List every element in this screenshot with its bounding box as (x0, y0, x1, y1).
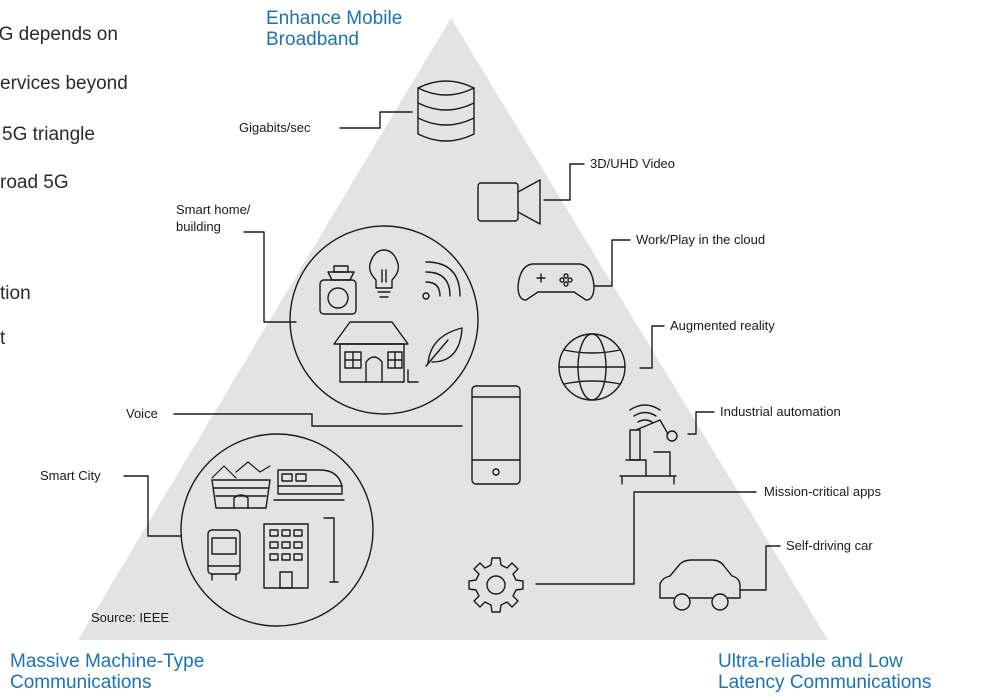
house-icon (333, 321, 419, 383)
video-camera-icon (477, 179, 541, 225)
leader-smart-city (123, 475, 181, 537)
globe-icon (558, 333, 626, 401)
light-bulb-icon (368, 249, 400, 298)
leader-ar (639, 325, 665, 369)
label-smart-home-line-2: building (176, 219, 221, 234)
body-text-line-4: road 5G (0, 172, 69, 193)
body-text-line-3: 5G triangle (2, 124, 95, 145)
street-lamp-icon (323, 517, 339, 583)
leaf-icon (425, 327, 463, 367)
game-controller-icon (517, 263, 595, 301)
label-voice: Voice (126, 406, 158, 421)
train-icon (273, 469, 345, 501)
leader-voice (173, 413, 463, 427)
leader-self-driving (739, 545, 781, 591)
smartphone-icon (471, 385, 521, 485)
leader-video (543, 163, 585, 201)
corner-bottom-left-heading: Massive Machine-Type Communications (10, 651, 204, 693)
label-industrial: Industrial automation (720, 404, 841, 419)
corner-bottom-right-line-1: Ultra-reliable and Low (718, 651, 903, 672)
corner-bottom-right-heading: Ultra-reliable and Low Latency Communica… (718, 651, 931, 693)
robot-arm-icon (619, 404, 678, 485)
label-mission: Mission-critical apps (764, 484, 882, 499)
leader-industrial (687, 411, 715, 435)
smart-home-circle (289, 225, 479, 415)
wifi-icon (422, 261, 461, 300)
body-text-line-1: 5G depends on (0, 24, 118, 45)
corner-top-line-1: Enhance Mobile (266, 8, 403, 29)
leader-gigabits (339, 111, 413, 129)
triangle-background (78, 18, 828, 640)
corner-bottom-left-line-2: Communications (10, 672, 152, 693)
body-text-line-5: tion (0, 283, 31, 304)
corner-bottom-right-line-2: Latency Communications (718, 672, 932, 693)
corner-top-heading: Enhance Mobile Broadband (266, 8, 402, 50)
corner-bottom-left-line-1: Massive Machine-Type (10, 651, 205, 672)
label-gigabits: Gigabits/sec (239, 120, 311, 135)
leader-work-play (593, 239, 631, 287)
label-smart-home: Smart home/ building (176, 201, 250, 235)
label-self-driving: Self-driving car (786, 538, 873, 553)
label-work-play: Work/Play in the cloud (636, 232, 766, 247)
bus-icon (207, 529, 241, 581)
building-icon (263, 523, 309, 589)
smart-city-circle (180, 433, 374, 627)
gear-icon (468, 557, 524, 613)
stadium-icon (211, 461, 271, 509)
label-smart-home-line-1: Smart home/ (176, 202, 251, 217)
corner-top-line-2: Broadband (266, 29, 359, 50)
label-ar: Augmented reality (670, 318, 775, 333)
label-source: Source: IEEE (91, 610, 170, 625)
label-video: 3D/UHD Video (590, 156, 676, 171)
database-icon (417, 80, 475, 142)
label-smart-city: Smart City (40, 468, 101, 483)
body-text-line-2: ervices beyond (0, 73, 128, 94)
car-icon (659, 559, 741, 611)
leader-mission (535, 491, 757, 585)
security-camera-icon (319, 265, 357, 315)
body-text-line-6: t (0, 328, 6, 349)
leader-smart-home (243, 231, 297, 323)
